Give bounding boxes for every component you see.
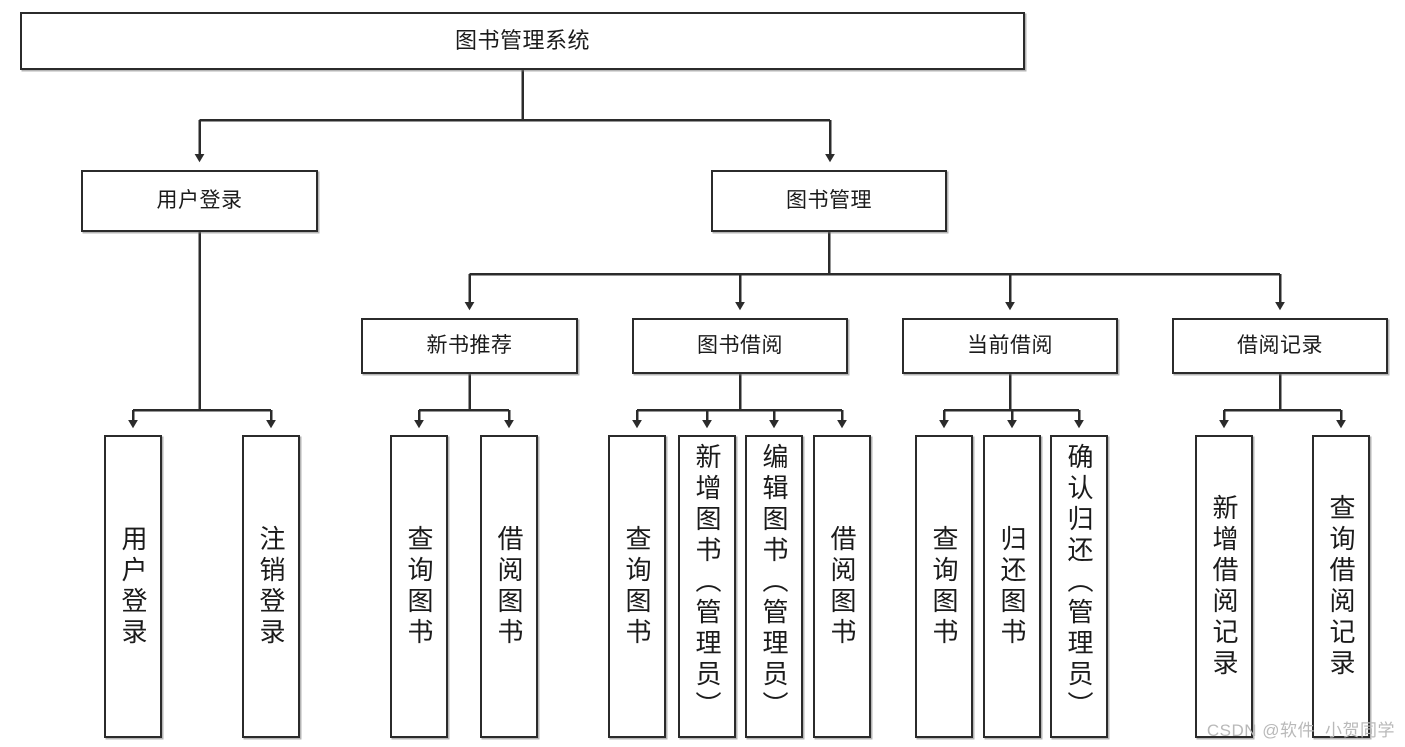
node-leaf-query-book-1-label: 查询图书: [404, 524, 434, 649]
node-leaf-add-book-label: 新增图书（管理员）: [692, 443, 722, 722]
node-borrow-record[interactable]: 借阅记录: [1172, 318, 1388, 374]
node-leaf-user-login[interactable]: 用户登录: [104, 435, 162, 738]
node-leaf-confirm-return[interactable]: 确认归还（管理员）: [1050, 435, 1108, 738]
node-current-borrow-label: 当前借阅: [967, 333, 1053, 357]
node-leaf-borrow-book-1-label: 借阅图书: [494, 524, 524, 649]
node-book-borrow-label: 图书借阅: [697, 333, 783, 357]
node-new-book-recommend[interactable]: 新书推荐: [361, 318, 578, 374]
node-new-book-recommend-label: 新书推荐: [426, 333, 513, 357]
node-current-borrow[interactable]: 当前借阅: [902, 318, 1118, 374]
node-leaf-add-record-label: 新增借阅记录: [1209, 493, 1239, 680]
node-leaf-edit-book-label: 编辑图书（管理员）: [759, 443, 789, 722]
node-root[interactable]: 图书管理系统: [20, 12, 1025, 70]
node-leaf-return-book[interactable]: 归还图书: [983, 435, 1041, 738]
node-leaf-logout[interactable]: 注销登录: [242, 435, 300, 738]
node-book-manage-label: 图书管理: [786, 188, 872, 212]
node-leaf-borrow-book-1[interactable]: 借阅图书: [480, 435, 538, 738]
node-leaf-query-book-3-label: 查询图书: [929, 524, 959, 649]
node-user-login-label: 用户登录: [156, 188, 243, 212]
node-borrow-record-label: 借阅记录: [1237, 333, 1323, 357]
node-book-manage[interactable]: 图书管理: [711, 170, 947, 232]
node-root-label: 图书管理系统: [454, 27, 590, 53]
node-leaf-borrow-book-2-label: 借阅图书: [827, 524, 857, 649]
node-leaf-query-book-1[interactable]: 查询图书: [390, 435, 448, 738]
node-leaf-return-book-label: 归还图书: [997, 524, 1027, 649]
node-leaf-query-book-2-label: 查询图书: [622, 524, 652, 649]
node-leaf-add-record[interactable]: 新增借阅记录: [1195, 435, 1253, 738]
node-leaf-query-record[interactable]: 查询借阅记录: [1312, 435, 1370, 738]
node-leaf-add-book[interactable]: 新增图书（管理员）: [678, 435, 736, 738]
node-leaf-borrow-book-2[interactable]: 借阅图书: [813, 435, 871, 738]
node-leaf-logout-label: 注销登录: [256, 524, 286, 649]
node-leaf-confirm-return-label: 确认归还（管理员）: [1064, 443, 1094, 722]
node-leaf-user-login-label: 用户登录: [118, 524, 148, 649]
node-leaf-query-book-2[interactable]: 查询图书: [608, 435, 666, 738]
node-user-login[interactable]: 用户登录: [81, 170, 318, 232]
node-leaf-query-record-label: 查询借阅记录: [1326, 493, 1356, 680]
node-leaf-query-book-3[interactable]: 查询图书: [915, 435, 973, 738]
node-leaf-edit-book[interactable]: 编辑图书（管理员）: [745, 435, 803, 738]
csdn-watermark: CSDN @软件_小贺同学: [1206, 721, 1395, 740]
node-book-borrow[interactable]: 图书借阅: [632, 318, 848, 374]
